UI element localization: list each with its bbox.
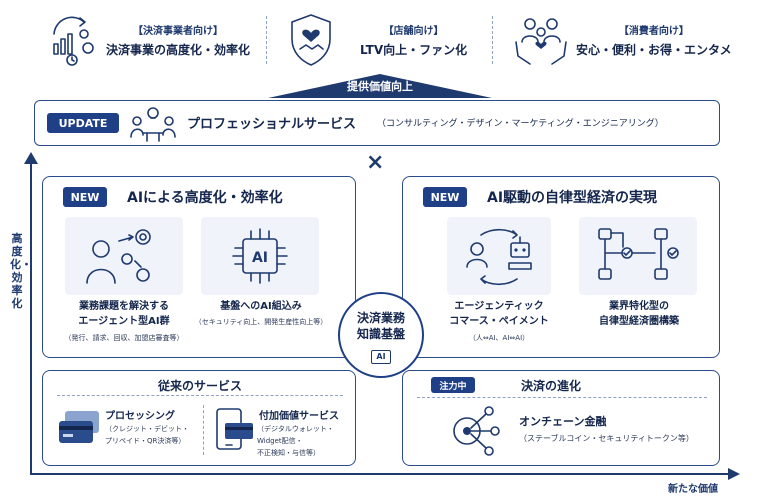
panel-title: 決済の進化 bbox=[521, 379, 582, 393]
focus-badge: 注力中 bbox=[431, 377, 475, 393]
ai-efficiency-panel: NEW AIによる高度化・効率化 AI 業務課題を解決するエージェント型AI群 … bbox=[42, 176, 356, 358]
processing-note: （クレジット・デビット・プリペイド・QR決済等） bbox=[105, 423, 189, 447]
agent-caption-line2: エージェント型AI群 bbox=[78, 316, 170, 327]
agent-note: （発行、請求、回収、加盟店審査等） bbox=[64, 334, 184, 342]
family-hands-icon bbox=[515, 18, 567, 65]
blockchain-network-icon bbox=[453, 406, 500, 456]
industry-economy-line2: 自律型経済圏構築 bbox=[599, 316, 679, 327]
knowledge-base-label: 決済業務知識基盤 bbox=[340, 310, 422, 342]
chart-gear-icon bbox=[53, 16, 94, 66]
robot-network-icon bbox=[598, 228, 679, 280]
agent-caption: 業務課題を解決するエージェント型AI群 bbox=[51, 299, 197, 329]
agentic-commerce-note: （人⇔AI、AI⇔AI） bbox=[468, 334, 530, 342]
y-axis-label: 高度化・効率化 bbox=[10, 232, 32, 310]
top-segment-stores: 【店舗向け】 LTV向上・ファン化 bbox=[286, 8, 476, 72]
industry-economy-caption: 業界特化型の自律型経済圏構築 bbox=[575, 299, 703, 329]
new-badge: NEW bbox=[63, 187, 107, 207]
value-arrow bbox=[268, 74, 492, 98]
top-segment-sub: 【店舗向け】 bbox=[383, 26, 444, 37]
divider bbox=[492, 16, 493, 64]
processing-caption: プロセッシング bbox=[105, 411, 175, 422]
autonomous-economy-panel: NEW AI駆動の自律型経済の実現 エージェンティックコマース・ペイメント （人… bbox=[402, 176, 720, 358]
professional-services-title: プロフェッショナルサービス bbox=[187, 117, 357, 132]
y-axis-arrow-icon bbox=[24, 152, 38, 164]
shield-handshake-icon bbox=[291, 14, 331, 66]
human-robot-icon bbox=[466, 228, 532, 286]
top-segment-payment-operators: 【決済事業者向け】 決済事業の高度化・効率化 bbox=[44, 8, 266, 72]
onchain-caption: オンチェーン金融 bbox=[519, 415, 607, 428]
chip-label: AI bbox=[252, 250, 268, 266]
professional-services-detail: （コンサルティング・デザイン・マーケティング・エンジニアリング） bbox=[377, 119, 664, 129]
value-arrow-label: 提供価値向上 bbox=[347, 80, 413, 93]
update-badge: UPDATE bbox=[47, 113, 119, 133]
ai-embed-card: AI bbox=[201, 217, 319, 295]
divider bbox=[203, 405, 204, 455]
agentic-commerce-card bbox=[447, 217, 551, 295]
top-segment-main: 決済事業の高度化・効率化 bbox=[106, 43, 251, 57]
agentic-commerce-line1: エージェンティック bbox=[454, 301, 544, 312]
panel-title: AI駆動の自律型経済の実現 bbox=[487, 190, 658, 206]
industry-economy-line1: 業界特化型の bbox=[609, 301, 669, 312]
x-axis-label: 新たな価値 bbox=[668, 484, 718, 495]
credit-cards-icon bbox=[59, 411, 99, 443]
ai-chip-icon: AI bbox=[232, 228, 288, 284]
top-segment-sub: 【決済事業者向け】 bbox=[133, 26, 223, 37]
ai-embed-caption: 基盤へのAI組込み bbox=[220, 301, 302, 312]
payment-evolution-panel: 注力中 決済の進化 オンチェーン金融 （ステーブルコイン・セキュリティトークン等… bbox=[402, 370, 720, 466]
ai-embed-note: （セキュリティ向上、開発生産性向上等） bbox=[194, 318, 328, 326]
agentic-commerce-line2: コマース・ペイメント bbox=[449, 316, 549, 327]
y-axis bbox=[30, 160, 32, 474]
new-badge: NEW bbox=[423, 187, 467, 207]
value-added-note-line2: 不正検知・与信等） bbox=[257, 449, 320, 457]
agent-caption-line1: 業務課題を解決する bbox=[79, 301, 169, 312]
consulting-people-icon bbox=[130, 107, 176, 142]
value-added-caption: 付加価値サービス bbox=[259, 411, 339, 422]
top-segment-main: LTV向上・ファン化 bbox=[360, 43, 468, 57]
agent-ai-icon bbox=[86, 229, 151, 284]
value-added-note-line1: （デジタルウォレット・Widget配信・ bbox=[257, 425, 334, 445]
agent-card bbox=[65, 217, 183, 295]
knowledge-base-line1: 決済業務 bbox=[356, 311, 405, 325]
x-axis-arrow-icon bbox=[728, 468, 740, 480]
top-segment-sub: 【消費者向け】 bbox=[618, 26, 689, 37]
processing-note-line1: （クレジット・デビット・ bbox=[105, 425, 189, 433]
divider bbox=[417, 397, 707, 398]
knowledge-base-line2: 知識基盤 bbox=[356, 327, 405, 341]
agentic-commerce-caption: エージェンティックコマース・ペイメント bbox=[423, 299, 575, 329]
value-added-note: （デジタルウォレット・Widget配信・不正検知・与信等） bbox=[257, 423, 355, 459]
panel-title: AIによる高度化・効率化 bbox=[127, 190, 283, 206]
panel-title: 従来のサービス bbox=[157, 379, 242, 393]
smartphone-card-icon bbox=[216, 408, 253, 450]
divider bbox=[266, 16, 267, 64]
knowledge-base-circle: 決済業務知識基盤 AI bbox=[338, 292, 424, 378]
processing-note-line2: プリペイド・QR決済等） bbox=[105, 437, 186, 445]
traditional-services-panel: 従来のサービス プロセッシング （クレジット・デビット・プリペイド・QR決済等）… bbox=[42, 370, 356, 466]
x-axis bbox=[30, 473, 732, 475]
divider bbox=[57, 395, 343, 396]
multiply-icon: × bbox=[366, 150, 385, 175]
top-segment-consumers: 【消費者向け】 安心・便利・お得・エンタメ bbox=[512, 8, 742, 72]
onchain-note: （ステーブルコイン・セキュリティトークン等） bbox=[519, 434, 694, 443]
industry-economy-card bbox=[579, 217, 697, 295]
ai-badge-icon: AI bbox=[371, 350, 391, 364]
professional-services-box: UPDATE プロフェッショナルサービス （コンサルティング・デザイン・マーケテ… bbox=[34, 100, 720, 146]
top-segment-main: 安心・便利・お得・エンタメ bbox=[576, 43, 732, 57]
